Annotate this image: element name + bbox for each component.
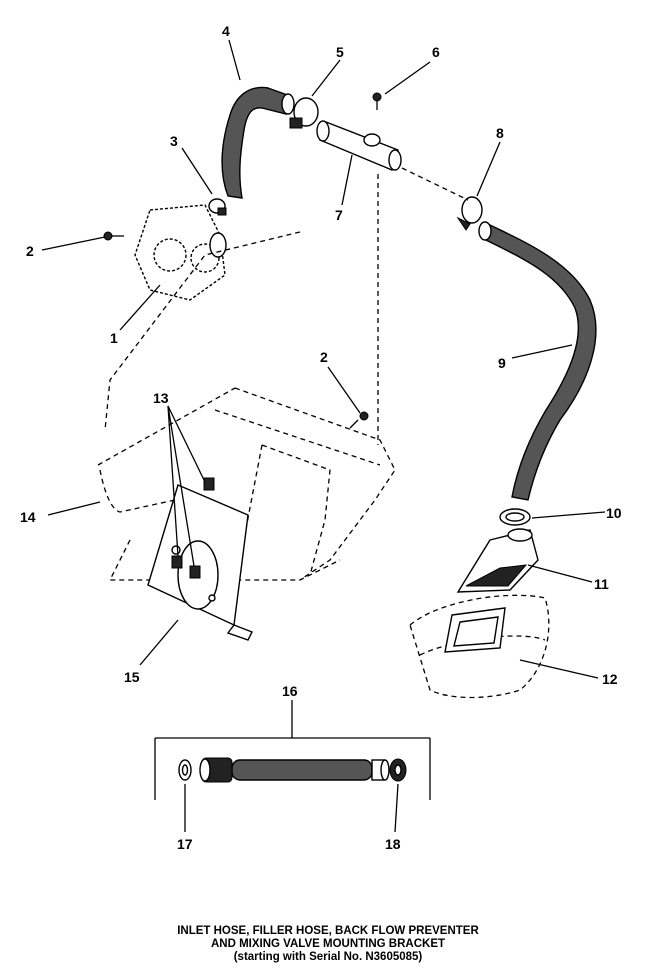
callout-7: 7: [335, 207, 343, 223]
callout-15: 15: [124, 669, 140, 685]
leader-lines: [41, 39, 606, 833]
fill-inlet-11: [456, 528, 539, 593]
caption-line-2: AND MIXING VALVE MOUNTING BRACKET: [211, 938, 445, 950]
callout-14: 14: [20, 509, 36, 525]
callout-4: 4: [222, 23, 230, 39]
caption-line-1: INLET HOSE, FILLER HOSE, BACK FLOW PREVE…: [177, 925, 479, 937]
filler-hose-upper: [221, 86, 295, 199]
assembly-bracket-frame: [154, 700, 431, 800]
callout-1: 1: [110, 330, 118, 346]
hose-clamp-5: [289, 97, 319, 129]
fill-hose-9: [478, 221, 597, 501]
callout-9: 9: [498, 355, 506, 371]
hose-clamp-8: [456, 196, 483, 231]
callout-2a: 2: [26, 243, 34, 259]
callout-3: 3: [170, 133, 178, 149]
mounting-bracket-15: [147, 484, 253, 641]
washer-17: [178, 759, 192, 781]
callout-10: 10: [606, 505, 622, 521]
callout-8: 8: [496, 125, 504, 141]
callout-11: 11: [594, 576, 609, 592]
callout-13: 13: [153, 390, 169, 406]
callout-12: 12: [602, 671, 618, 687]
back-flow-preventer: [316, 120, 402, 171]
hose-clamp-10: [499, 508, 531, 526]
callout-18: 18: [385, 836, 401, 852]
screw-2-valve: [103, 231, 124, 241]
inlet-hose-assembly-16: [199, 757, 390, 783]
diagram-caption: INLET HOSE, FILLER HOSE, BACK FLOW PREVE…: [177, 925, 479, 963]
callout-5: 5: [336, 44, 344, 60]
callout-2b: 2: [320, 349, 328, 365]
screw-6: [372, 92, 382, 110]
caption-line-3: (starting with Serial No. N3605085): [234, 951, 423, 963]
callout-17: 17: [177, 836, 193, 852]
screw-2-cabinet: [349, 411, 369, 429]
screen-washer-18: [389, 758, 407, 782]
mixing-valve: [134, 204, 227, 301]
callout-6: 6: [432, 44, 440, 60]
clamp-3: [208, 198, 227, 216]
callout-16: 16: [282, 683, 298, 699]
tub-cover-12: [409, 594, 550, 699]
screw-13: [203, 477, 215, 491]
callout-labels: 4 5 6 3 8 7 2 1 2 9 13 14 10 11 15 12 16…: [20, 23, 622, 852]
